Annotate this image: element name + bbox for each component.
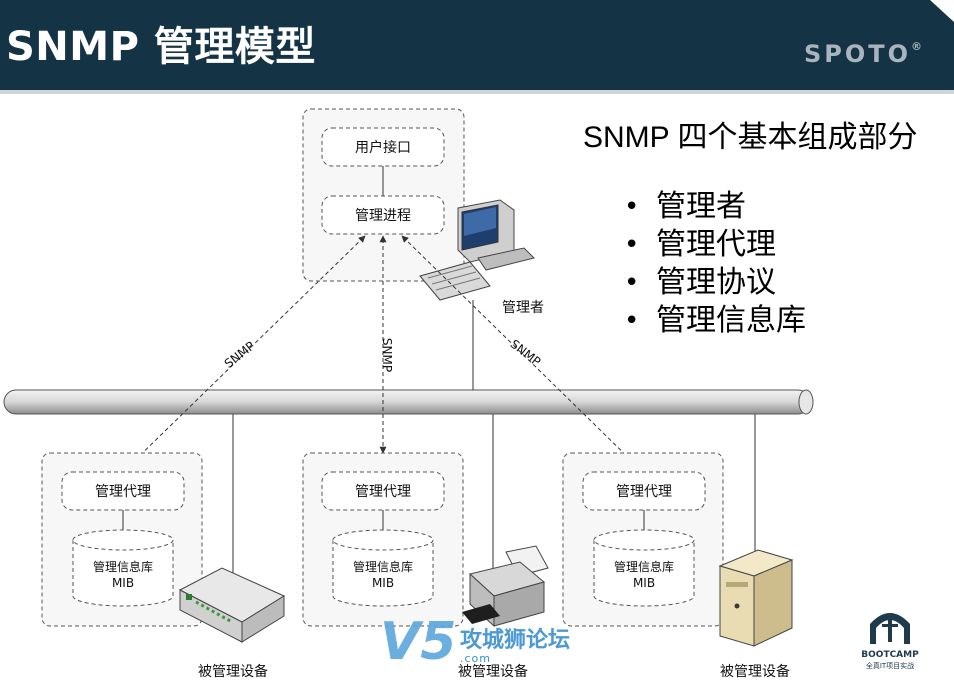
watermark-url: .com xyxy=(460,652,491,665)
agent-label-3: 管理代理 xyxy=(616,484,672,500)
mib-label-2: 管理信息库 xyxy=(353,559,413,574)
header-corner xyxy=(930,0,954,22)
mib-abbr-2: MIB xyxy=(372,576,394,590)
mib-label-1: 管理信息库 xyxy=(93,559,153,574)
device-label-1: 被管理设备 xyxy=(198,663,268,680)
device-label-3: 被管理设备 xyxy=(720,663,790,680)
registered-mark: ® xyxy=(911,40,922,53)
bootcamp-emblem-icon xyxy=(870,613,910,644)
device-label-2: 被管理设备 xyxy=(458,663,528,680)
mib-abbr-3: MIB xyxy=(633,576,655,590)
mib-abbr-1: MIB xyxy=(112,576,134,590)
slide-title: SNMP 管理模型 xyxy=(6,24,316,70)
agent-label-1: 管理代理 xyxy=(95,484,151,500)
manager-process-label: 管理进程 xyxy=(355,208,411,224)
spoto-logo: SPOTO® xyxy=(804,40,922,68)
forum-watermark: V5 攻城狮论坛 .com xyxy=(380,612,580,680)
mib-database-2 xyxy=(332,529,434,607)
components-heading: SNMP 四个基本组成部分 xyxy=(583,121,918,154)
header-divider xyxy=(0,90,954,94)
manager-caption: 管理者 xyxy=(502,300,544,316)
bootcamp-label: BOOTCAMP xyxy=(861,650,919,660)
watermark-text: 攻城狮论坛 xyxy=(460,628,571,653)
bootcamp-sub: 全真IT项目实战 xyxy=(865,662,915,670)
mib-database-3 xyxy=(593,529,695,607)
network-bus xyxy=(3,389,811,415)
snmp-label-left: SNMP xyxy=(222,339,258,371)
server-icon xyxy=(718,549,794,647)
component-item: 管理代理 xyxy=(622,226,806,264)
agent-label-2: 管理代理 xyxy=(355,484,411,500)
user-interface-label: 用户接口 xyxy=(355,139,411,156)
components-list: 管理者 管理代理 管理协议 管理信息库 xyxy=(622,188,806,340)
header-bar xyxy=(0,0,954,90)
snmp-label-center: SNMP xyxy=(380,338,394,372)
bootcamp-badge: BOOTCAMP 全真IT项目实战 xyxy=(858,604,922,670)
watermark-mark: V5 xyxy=(380,612,457,672)
agent-box-3 xyxy=(582,471,706,511)
manager-process-box xyxy=(321,195,445,235)
component-item: 管理信息库 xyxy=(622,302,806,340)
router-icon xyxy=(178,567,286,643)
logo-text: SPOTO xyxy=(803,40,911,68)
agent-box-1 xyxy=(61,471,185,511)
snmp-label-right: SNMP xyxy=(508,337,544,369)
mib-database-1 xyxy=(72,529,174,607)
user-interface-box xyxy=(321,127,445,167)
agent-box-2 xyxy=(321,471,445,511)
component-item: 管理协议 xyxy=(622,264,806,302)
printer-icon xyxy=(462,545,549,628)
component-item: 管理者 xyxy=(622,188,806,226)
mib-label-3: 管理信息库 xyxy=(614,559,674,574)
